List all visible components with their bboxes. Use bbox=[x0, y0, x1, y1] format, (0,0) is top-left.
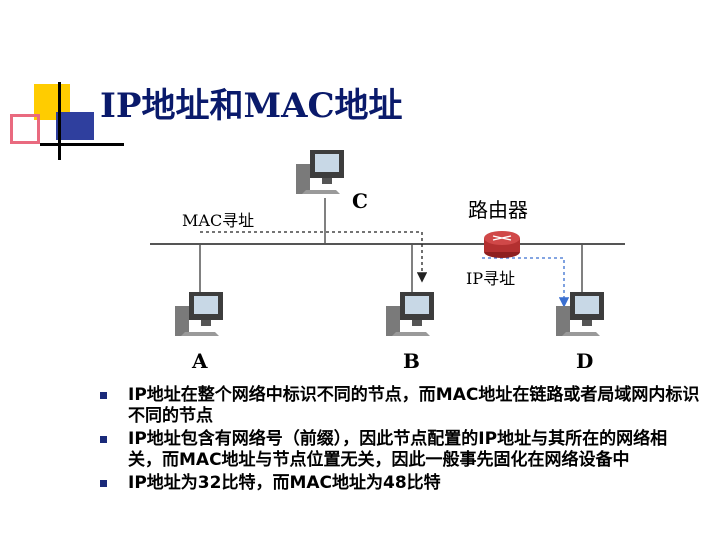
label-host-c: C bbox=[352, 189, 368, 213]
bullet-text: IP地址为32比特，而MAC地址为48比特 bbox=[128, 473, 441, 493]
mac-addressing-arrow bbox=[200, 232, 422, 280]
label-router: 路由器 bbox=[468, 198, 528, 222]
computer-c-icon bbox=[296, 150, 344, 194]
computer-d-icon bbox=[556, 292, 604, 336]
bullet-square-icon bbox=[100, 392, 107, 399]
label-host-d: D bbox=[576, 349, 593, 373]
bullet-item: IP地址在整个网络中标识不同的节点，而MAC地址在链路或者局域网内标识不同的节点 bbox=[100, 385, 700, 427]
label-mac-addressing: MAC寻址 bbox=[182, 211, 254, 230]
computer-a-icon bbox=[175, 292, 223, 336]
label-ip-addressing: IP寻址 bbox=[466, 269, 515, 288]
computer-b-icon bbox=[386, 292, 434, 336]
bullet-text: IP地址在整个网络中标识不同的节点，而MAC地址在链路或者局域网内标识不同的节点 bbox=[128, 385, 699, 426]
bullet-square-icon bbox=[100, 480, 107, 487]
bullet-text: IP地址包含有网络号（前缀），因此节点配置的IP地址与其所在的网络相关，而MAC… bbox=[128, 429, 667, 470]
bullet-list: IP地址在整个网络中标识不同的节点，而MAC地址在链路或者局域网内标识不同的节点… bbox=[100, 385, 700, 496]
bullet-item: IP地址包含有网络号（前缀），因此节点配置的IP地址与其所在的网络相关，而MAC… bbox=[100, 429, 700, 471]
network-diagram: A B C D 路由器 MAC寻址 IP寻址 bbox=[0, 0, 720, 380]
bullet-square-icon bbox=[100, 436, 107, 443]
bullet-item: IP地址为32比特，而MAC地址为48比特 bbox=[100, 473, 700, 494]
label-host-b: B bbox=[403, 349, 420, 373]
label-host-a: A bbox=[191, 349, 208, 373]
router-icon bbox=[484, 231, 520, 258]
